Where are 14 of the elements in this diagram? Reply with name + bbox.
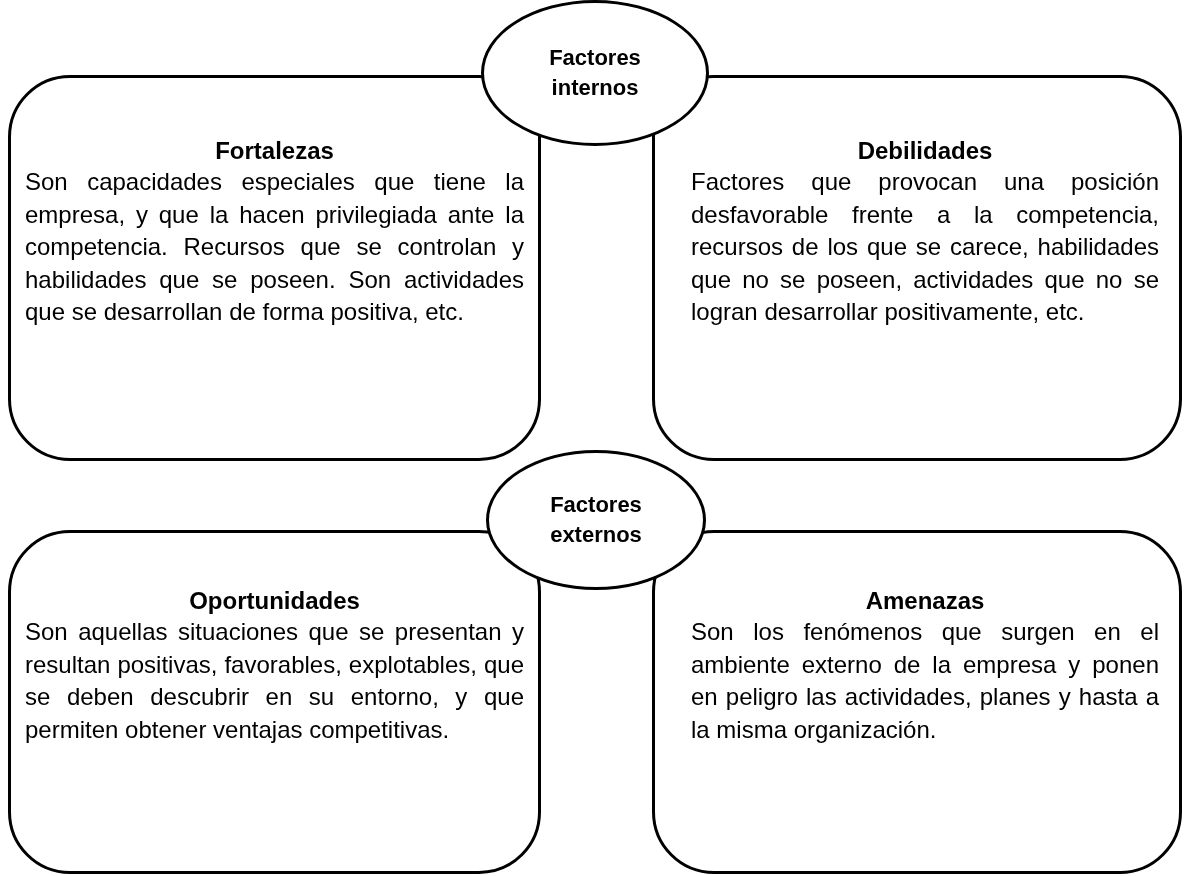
card-description: Son capacidades especiales que tiene la empresa, y que la hacen privilegiada ante la competencia. Recursos que se controlan y habilidades que se poseen. Son actividades que se desarrollan de forma positiva, etc. bbox=[25, 167, 524, 327]
card-heading: Amenazas bbox=[864, 586, 986, 616]
card-heading: Debilidades bbox=[856, 136, 994, 166]
card-heading: Oportunidades bbox=[188, 586, 361, 616]
card-heading: Fortalezas bbox=[214, 136, 335, 166]
quadrant-card bbox=[8, 75, 541, 461]
card-description: Son aquellas situaciones que se presentan y resultan positivas, favorables, explotables, que se deben descubrir en su entorno, y que permiten obtener ventajas competitivas. bbox=[25, 617, 524, 745]
category-label: Factores externos bbox=[549, 491, 643, 549]
card-description: Factores que provocan una posición desfavorable frente a la competencia, recursos de los que se carece, habilidades que no se poseen, actividades que no se logran desarrollar positivamente, etc. bbox=[691, 167, 1159, 327]
quadrant-card bbox=[8, 530, 541, 874]
quadrant-card bbox=[652, 530, 1182, 874]
category-label: Factores internos bbox=[548, 44, 642, 102]
card-description: Son los fenómenos que surgen en el ambiente externo de la empresa y ponen en peligro las actividades, planes y hasta a la misma organización. bbox=[691, 617, 1159, 745]
quadrant-card bbox=[652, 75, 1182, 461]
